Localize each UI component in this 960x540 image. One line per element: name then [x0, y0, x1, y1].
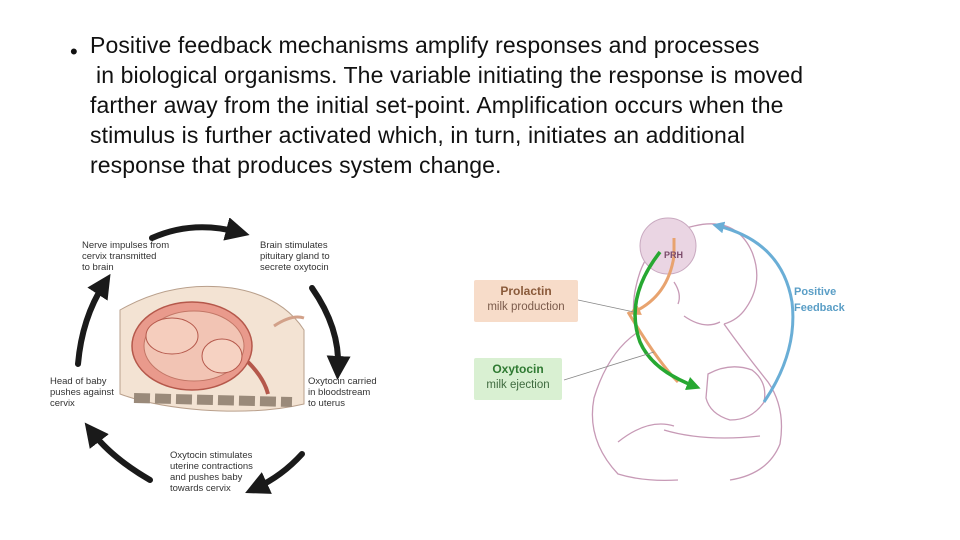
prolactin-title: Prolactin	[500, 284, 552, 298]
bullet-line: stimulus is further activated which, in …	[90, 122, 746, 148]
prolactin-subtitle: milk production	[487, 301, 565, 313]
label-line: in bloodstream	[308, 387, 371, 398]
label-line: cervix transmitted	[82, 251, 157, 262]
cycle-arrow-top	[149, 217, 250, 241]
oxytocin-subtitle: milk ejection	[486, 379, 550, 391]
label-line: pituitary gland to	[260, 251, 330, 262]
label-line: to brain	[82, 262, 114, 273]
label-head-of-baby: Head of baby pushes against cervix	[50, 376, 114, 409]
label-line: Oxytocin stimulates	[170, 450, 253, 461]
label-line: towards cervix	[170, 483, 231, 494]
bullet-line: in biological organisms. The variable in…	[96, 62, 804, 88]
bullet-paragraph: Positive feedback mechanisms amplify res…	[90, 30, 803, 180]
bullet-dot-icon: •	[70, 39, 78, 64]
breastfeeding-feedback-figure: PRH Prolactin milk production Oxytocin m…	[468, 212, 876, 484]
prolactin-arrow	[628, 238, 676, 315]
oxytocin-title: Oxytocin	[492, 362, 544, 376]
bullet-line: Positive feedback mechanisms amplify res…	[90, 32, 760, 58]
brain-circle	[639, 217, 697, 275]
label-line: Oxytocin carried	[308, 376, 377, 387]
cycle-arrow-right	[309, 285, 351, 380]
label-line: Positive	[794, 286, 837, 298]
breastfeeding-illustration	[563, 217, 795, 482]
prh-label: PRH	[664, 250, 684, 260]
labor-feedback-figure: Nerve impulses from cervix transmitted t…	[42, 217, 377, 502]
cycle-arrow-bottom-left	[84, 422, 153, 483]
oxytocin-leader-line	[563, 351, 655, 381]
bullet-line: farther away from the initial set-point.…	[90, 92, 784, 118]
oxytocin-box: Oxytocin milk ejection	[474, 358, 562, 400]
prolactin-box: Prolactin milk production	[474, 280, 578, 322]
label-line: Feedback	[794, 302, 845, 314]
prolactin-leader-line	[577, 299, 635, 313]
cycle-arrows	[75, 217, 351, 494]
label-line: uterine contractions	[170, 461, 253, 472]
labor-cycle-illustration	[75, 217, 351, 494]
oxytocin-arrow	[633, 250, 701, 391]
label-line: cervix	[50, 398, 75, 409]
label-line: secrete oxytocin	[260, 262, 329, 273]
label-brain-stimulates: Brain stimulates pituitary gland to secr…	[260, 240, 330, 273]
label-line: Nerve impulses from	[82, 240, 170, 251]
cycle-arrow-left	[75, 273, 111, 367]
positive-feedback-arrow	[712, 221, 795, 403]
label-line: pushes against	[50, 387, 114, 398]
label-oxytocin-carried: Oxytocin carried in bloodstream to uteru…	[308, 376, 377, 409]
positive-feedback-label: Positive Feedback	[794, 284, 845, 316]
label-line: to uterus	[308, 398, 345, 409]
label-line: and pushes baby	[170, 472, 243, 483]
bullet-line: response that produces system change.	[90, 152, 502, 178]
label-line: Head of baby	[50, 376, 107, 387]
cycle-arrow-bottom-right	[245, 451, 305, 494]
uterus-illustration	[119, 285, 305, 412]
label-nerve-impulses: Nerve impulses from cervix transmitted t…	[82, 240, 169, 273]
label-uterine-contractions: Oxytocin stimulates uterine contractions…	[170, 450, 253, 494]
label-line: Brain stimulates	[260, 240, 328, 251]
